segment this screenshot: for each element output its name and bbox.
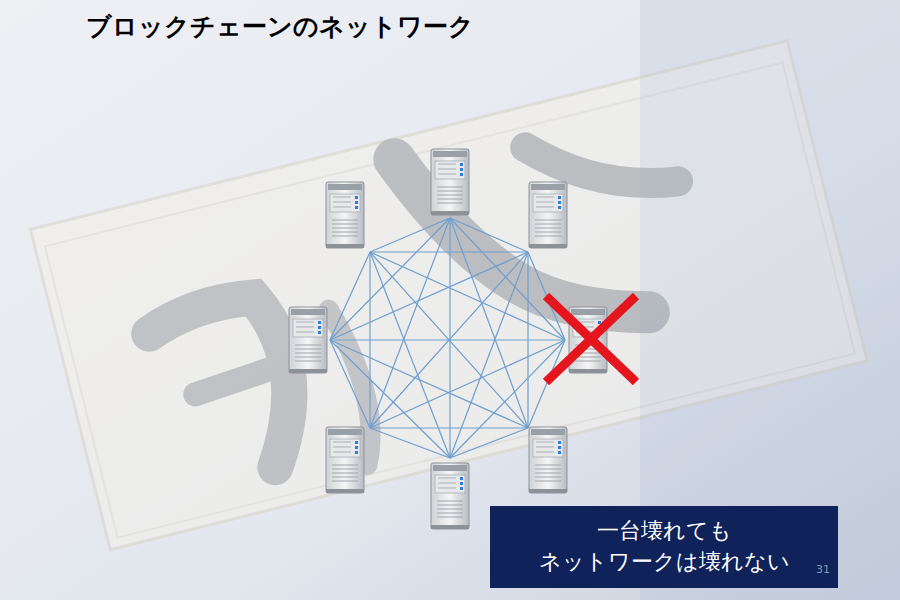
mesh-line [330, 340, 370, 428]
mesh-line [450, 218, 528, 252]
server-icon [326, 427, 364, 493]
mesh-line [370, 252, 528, 428]
mesh-line [370, 218, 450, 428]
mesh-line [369, 252, 370, 428]
slide-title: ブロックチェーンのネットワーク [86, 10, 474, 43]
mesh-line [330, 340, 450, 458]
server-icon [326, 182, 364, 248]
mesh-lines [330, 218, 565, 458]
mesh-line [370, 428, 450, 458]
mesh-line [330, 252, 528, 340]
mesh-line [370, 218, 450, 252]
mesh-line [450, 340, 565, 458]
mesh-line [450, 428, 528, 458]
server-icon [431, 149, 469, 215]
page-number: 31 [816, 563, 830, 576]
mesh-line [370, 251, 528, 252]
mesh-line [370, 252, 450, 458]
broken-cross [546, 296, 636, 382]
server-icon [289, 307, 327, 373]
mesh-line [528, 340, 565, 428]
server-icon [431, 463, 469, 529]
message-text: 一台壊れても ネットワークは壊れない [508, 516, 820, 578]
mesh-line [330, 340, 528, 428]
mesh-line [370, 340, 565, 428]
mesh-line [450, 218, 528, 428]
server-icon [529, 182, 567, 248]
message-box: 一台壊れても ネットワークは壊れない [490, 506, 838, 588]
mesh-line [330, 252, 370, 340]
mesh-line [370, 427, 528, 428]
mesh-line [330, 339, 565, 340]
server-icon [529, 427, 567, 493]
